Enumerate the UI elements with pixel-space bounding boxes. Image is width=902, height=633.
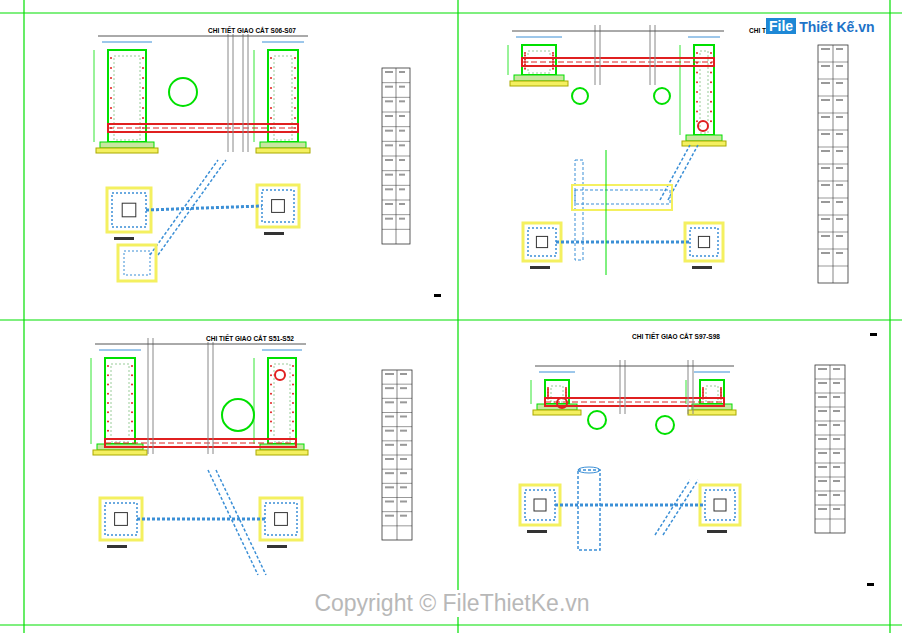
watermark: Copyright © FileThietKe.vn [313,590,590,617]
logo-text: Thiết Kế.vn [798,19,875,35]
crossing-detail [94,30,441,297]
panel-title: CHI TIẾT GIAO CẮT S51-S52 [205,335,295,342]
panel-title: CHI TIẾT GIAO CẮT S97-S98 [631,333,721,340]
crossing-detail [508,25,877,336]
logo-badge: File [766,18,796,34]
crossing-detail [520,360,874,586]
crossing-detail [91,338,441,593]
panel-title: CHI TIẾT GIAO CẮT S06-S07 [207,27,297,34]
